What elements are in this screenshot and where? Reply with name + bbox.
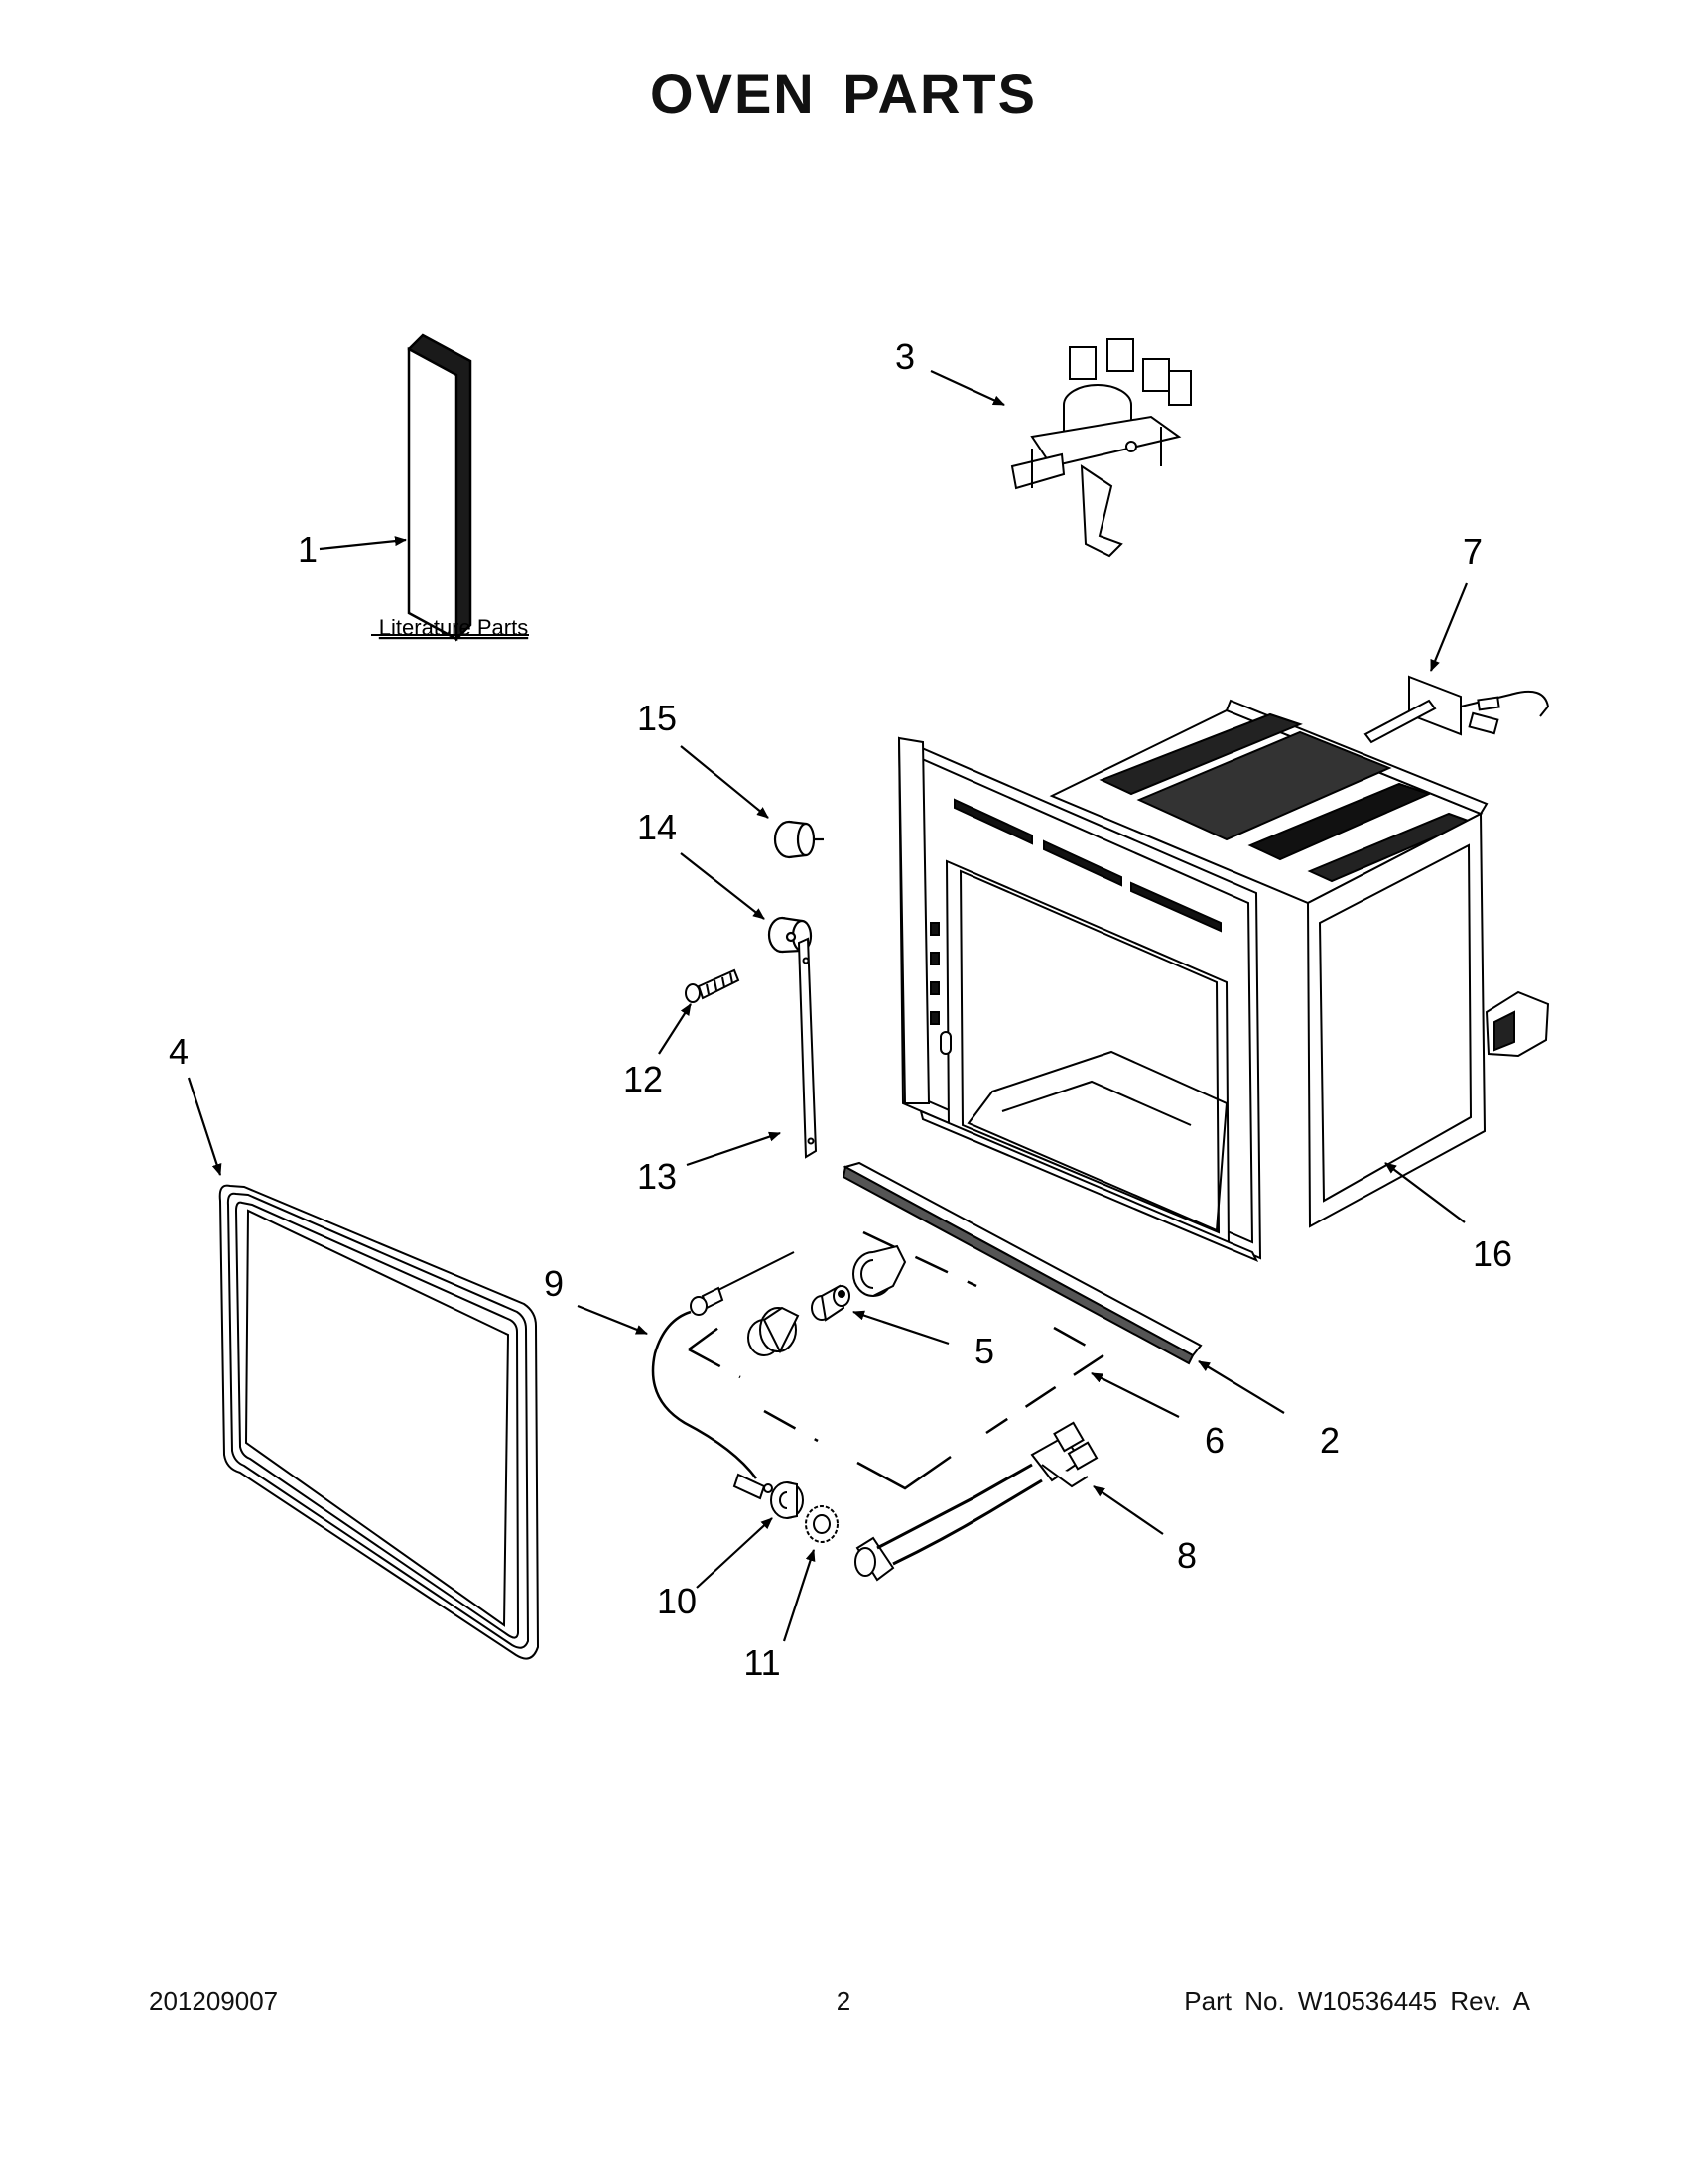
leader-12	[658, 1003, 692, 1055]
leader-11	[782, 1549, 816, 1642]
footer-part-number: Part No. W10536445 Rev. A	[1184, 1987, 1530, 2016]
leader-15	[680, 745, 769, 819]
callout-12[interactable]: 12	[623, 1059, 663, 1099]
leader-2	[1198, 1360, 1285, 1414]
part-6-knob-group[interactable]	[688, 1230, 1104, 1490]
knob-socket[interactable]	[852, 1244, 907, 1297]
callout-15[interactable]: 15	[637, 698, 677, 738]
part-15-bushing[interactable]	[773, 820, 824, 859]
leader-16	[1384, 1162, 1466, 1223]
callout-4[interactable]: 4	[169, 1031, 189, 1072]
callout-11[interactable]: 11	[743, 1642, 780, 1683]
leader-1	[319, 536, 407, 551]
part-11-lock-washer[interactable]	[805, 1505, 839, 1543]
callout-5[interactable]: 5	[974, 1331, 994, 1371]
page-title: OVEN PARTS	[650, 63, 1037, 125]
part-16-oven-cavity[interactable]	[897, 699, 1550, 1262]
leader-lines	[187, 370, 1469, 1642]
callout-9[interactable]: 9	[544, 1263, 564, 1304]
part-2-trim-strip[interactable]	[842, 1161, 1203, 1365]
part-9-meat-probe[interactable]	[651, 1251, 795, 1500]
callout-8[interactable]: 8	[1177, 1535, 1197, 1576]
part-5-knob-stem[interactable]	[811, 1284, 850, 1322]
leader-7	[1429, 582, 1469, 672]
part-3-control-assembly[interactable]	[1010, 338, 1192, 558]
part-12-screw[interactable]	[685, 968, 740, 1003]
callout-1[interactable]: 1	[298, 529, 318, 570]
callout-14[interactable]: 14	[637, 807, 677, 847]
callout-numbers: 1 2 3 4 5 6 7 8 9 10 11 12 13 14 15 16	[169, 336, 1512, 1683]
callout-7[interactable]: 7	[1463, 531, 1483, 572]
part-10-nut[interactable]	[770, 1481, 804, 1519]
leader-6	[1091, 1372, 1180, 1418]
leader-14	[680, 852, 765, 920]
callout-2[interactable]: 2	[1320, 1420, 1340, 1461]
leader-9	[577, 1304, 648, 1336]
footer-page-number: 2	[836, 1987, 851, 2016]
leader-10	[696, 1517, 773, 1589]
part-13-strip[interactable]	[797, 937, 818, 1159]
leader-8	[1093, 1485, 1164, 1535]
footer-date-code: 201209007	[149, 1987, 279, 2016]
part-1-literature-booklet[interactable]	[407, 333, 472, 642]
control-knob[interactable]	[747, 1306, 800, 1356]
callout-16[interactable]: 16	[1473, 1233, 1512, 1274]
callout-10[interactable]: 10	[657, 1581, 697, 1621]
callout-3[interactable]: 3	[895, 336, 915, 377]
callout-6[interactable]: 6	[1205, 1420, 1225, 1461]
part-7-oven-sensor[interactable]	[1363, 675, 1550, 744]
literature-parts-label: Literature Parts	[379, 615, 528, 640]
leader-3	[930, 370, 1005, 406]
part-8-wire-harness[interactable]	[854, 1421, 1099, 1582]
leader-5	[852, 1310, 950, 1346]
leader-13	[686, 1131, 781, 1167]
callout-13[interactable]: 13	[637, 1156, 677, 1197]
part-4-door-gasket[interactable]	[218, 1184, 540, 1660]
leader-4	[187, 1077, 222, 1176]
